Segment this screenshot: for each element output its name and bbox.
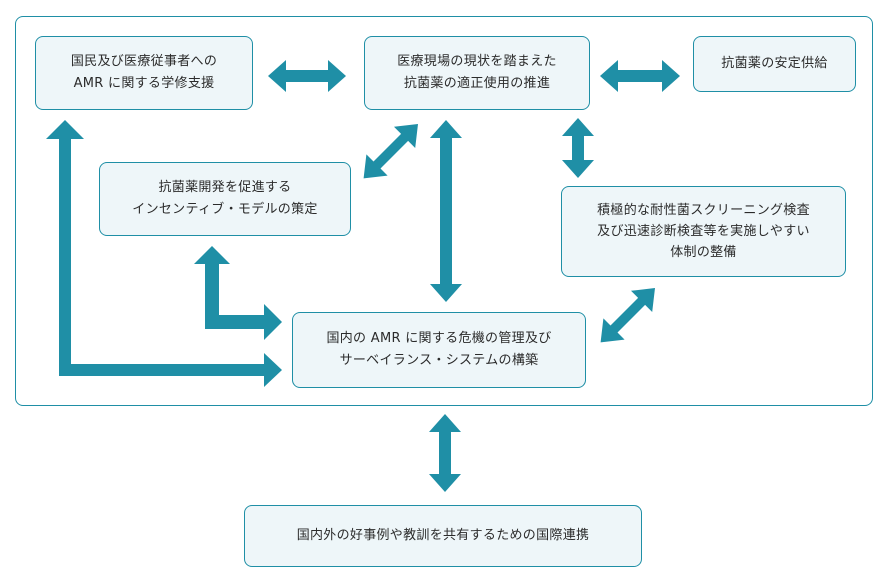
node-screening-label: 積極的な耐性菌スクリーニング検査 及び迅速診断検査等を実施しやすい 体制の整備 (597, 203, 810, 260)
arrow-awareness-surveillance (46, 120, 282, 387)
arrow-proper-use-incentive (363, 124, 418, 179)
node-international-label: 国内外の好事例や教訓を共有するための国際連携 (296, 528, 590, 543)
arrow-screening-surveillance (600, 288, 655, 343)
node-international: 国内外の好事例や教訓を共有するための国際連携 (244, 505, 642, 567)
node-stable-supply: 抗菌薬の安定供給 (693, 36, 856, 92)
node-proper-use-label: 医療現場の現状を踏まえた 抗菌薬の適正使用の推進 (397, 54, 557, 91)
node-incentive: 抗菌薬開発を促進する インセンティブ・モデルの策定 (99, 162, 351, 236)
node-screening: 積極的な耐性菌スクリーニング検査 及び迅速診断検査等を実施しやすい 体制の整備 (561, 186, 846, 277)
node-awareness: 国民及び医療従事者への AMR に関する学修支援 (35, 36, 253, 110)
arrow-frame-international (429, 414, 461, 492)
node-proper-use: 医療現場の現状を踏まえた 抗菌薬の適正使用の推進 (364, 36, 590, 110)
node-surveillance: 国内の AMR に関する危機の管理及び サーベイランス・システムの構築 (292, 312, 586, 388)
node-surveillance-label: 国内の AMR に関する危機の管理及び サーベイランス・システムの構築 (326, 331, 552, 368)
arrow-proper-use-surveillance (430, 120, 462, 302)
node-stable-supply-label: 抗菌薬の安定供給 (721, 56, 828, 71)
node-awareness-label: 国民及び医療従事者への AMR に関する学修支援 (70, 54, 218, 91)
arrow-proper-use-screening (562, 118, 594, 178)
node-incentive-label: 抗菌薬開発を促進する インセンティブ・モデルの策定 (132, 180, 318, 217)
arrow-awareness-proper-use (268, 60, 346, 92)
arrow-incentive-surveillance (194, 246, 282, 340)
arrow-proper-use-stable-supply (600, 60, 680, 92)
main-frame (15, 16, 873, 406)
